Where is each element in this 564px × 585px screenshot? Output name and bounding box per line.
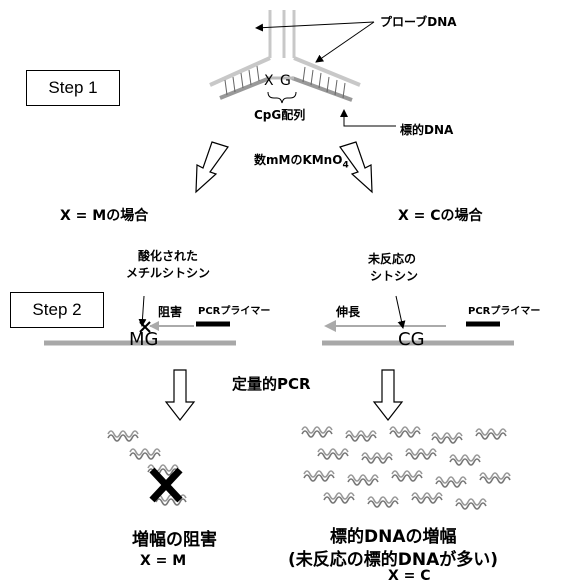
cpg-sequence-label: CpG配列 — [254, 108, 306, 122]
inhibited-dna-fragments — [107, 430, 187, 506]
base-x: X — [264, 73, 274, 89]
unreacted-note-line2: シトシン — [370, 269, 419, 283]
pcr-primer-left-label: PCRプライマー — [198, 306, 271, 317]
case-right-label: X = Cの場合 — [398, 208, 483, 224]
step1-label: Step 1 — [48, 78, 98, 97]
qpcr-label: 定量的PCR — [232, 375, 311, 393]
case-left-label: X = Mの場合 — [60, 208, 149, 224]
reagent-text: 数mMのKMnO — [254, 153, 343, 167]
step1-box: Step 1 — [26, 70, 120, 106]
amplified-dna-copies — [301, 426, 511, 510]
result-right-sub: X = C — [388, 568, 431, 584]
unreacted-note-line1: 未反応の — [368, 252, 417, 266]
bases-cg: CG — [398, 329, 425, 350]
step2-box: Step 2 — [10, 292, 104, 328]
pcr-primer-right-label: PCRプライマー — [468, 306, 541, 317]
reagent-label: 数mMのKMnO4 — [254, 151, 349, 170]
oxidized-note-line1: 酸化された — [138, 249, 199, 263]
extension-label: 伸長 — [336, 305, 361, 319]
probe-callout-arrows — [255, 21, 375, 63]
oxidized-note-line2: メチルシトシン — [126, 266, 211, 280]
probe-target-complex — [209, 10, 361, 104]
step2-label: Step 2 — [32, 300, 82, 319]
reagent-subscript: 4 — [342, 160, 349, 171]
inhibition-label: 阻害 — [158, 305, 183, 319]
result-right-title: 標的DNAの増幅 — [330, 527, 457, 547]
step2-left-strand — [44, 295, 236, 346]
target-dna-label: 標的DNA — [400, 123, 454, 137]
result-right-title2: (未反応の標的DNAが多い) — [288, 550, 499, 570]
bases-mg: MG — [129, 329, 159, 350]
target-callout-arrow — [340, 109, 396, 127]
step2-right-strand — [322, 295, 514, 346]
probe-dna-label: プローブDNA — [380, 15, 457, 29]
result-left-title: 増幅の阻害 — [132, 530, 217, 550]
branch-arrows-step1 — [195, 141, 373, 194]
base-g: G — [280, 73, 291, 89]
qpcr-arrows — [164, 369, 404, 421]
result-left-sub: X = M — [140, 553, 187, 569]
